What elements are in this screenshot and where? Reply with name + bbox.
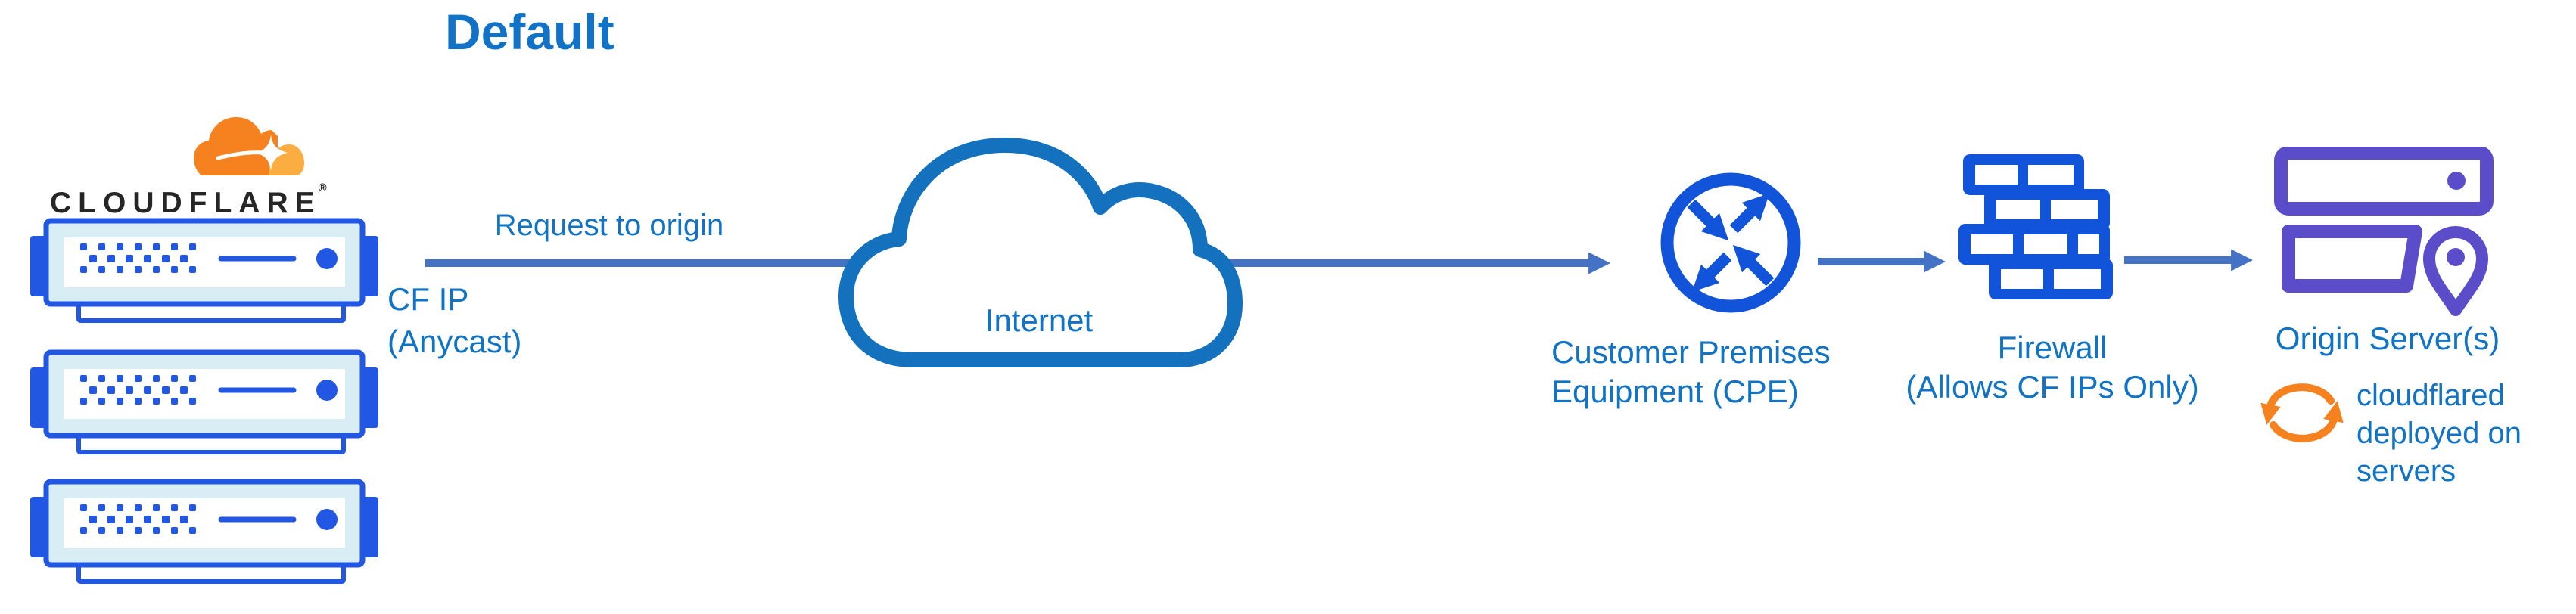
- cloudflare-wordmark-text: CLOUDFLARE: [50, 187, 322, 219]
- cf-ip-anycast-label: CF IP (Anycast): [387, 278, 521, 363]
- logo-swoosh: [216, 150, 267, 160]
- registered-mark: ®: [318, 181, 327, 194]
- origin-label: Origin Server(s): [2275, 321, 2500, 356]
- router-arrow-in-se: [1732, 244, 1775, 287]
- cpe-label-line2: Equipment (CPE): [1551, 374, 1799, 409]
- cpe-label: Customer Premises Equipment (CPE): [1551, 333, 1899, 411]
- internet-cloud-icon: [838, 138, 1243, 367]
- cloudflare-cloud-icon: [194, 117, 304, 175]
- location-pin-icon: [2423, 226, 2488, 316]
- cloudflare-wordmark: CLOUDFLARE®: [50, 181, 327, 220]
- firewall-label-line2: (Allows CF IPs Only): [1906, 369, 2199, 405]
- logo-flare: [256, 135, 288, 171]
- router-arrow-in-nw: [1687, 199, 1729, 241]
- router-arrow-out-sw: [1691, 252, 1732, 293]
- cf-ip-line1: CF IP: [387, 281, 469, 317]
- server-rack-icon: [30, 349, 378, 455]
- origin-server-top: [2274, 147, 2494, 216]
- diagram-title: Default: [445, 4, 614, 60]
- cf-ip-line2: (Anycast): [387, 324, 522, 359]
- logo-cloud-dark: [194, 117, 278, 175]
- router-icon: [1660, 172, 1801, 313]
- cpe-label-line1: Customer Premises: [1551, 334, 1831, 370]
- server-rack-icon: [30, 479, 378, 585]
- sync-icon: [2260, 383, 2344, 442]
- server-rack-icon: [30, 218, 378, 324]
- firewall-label: Firewall (Allows CF IPs Only): [1881, 328, 2223, 407]
- firewall-label-line1: Firewall: [1997, 330, 2108, 365]
- request-to-origin-label: Request to origin: [494, 209, 724, 242]
- router-arrow-out-ne: [1729, 193, 1770, 234]
- origin-servers-icon: [2274, 147, 2494, 316]
- brick-wall-icon: [1958, 154, 2113, 299]
- internet-label: Internet: [985, 302, 1094, 338]
- cloudflared-note: cloudflared deployed on servers: [2357, 379, 2522, 488]
- origin-server-bottom: [2282, 225, 2422, 293]
